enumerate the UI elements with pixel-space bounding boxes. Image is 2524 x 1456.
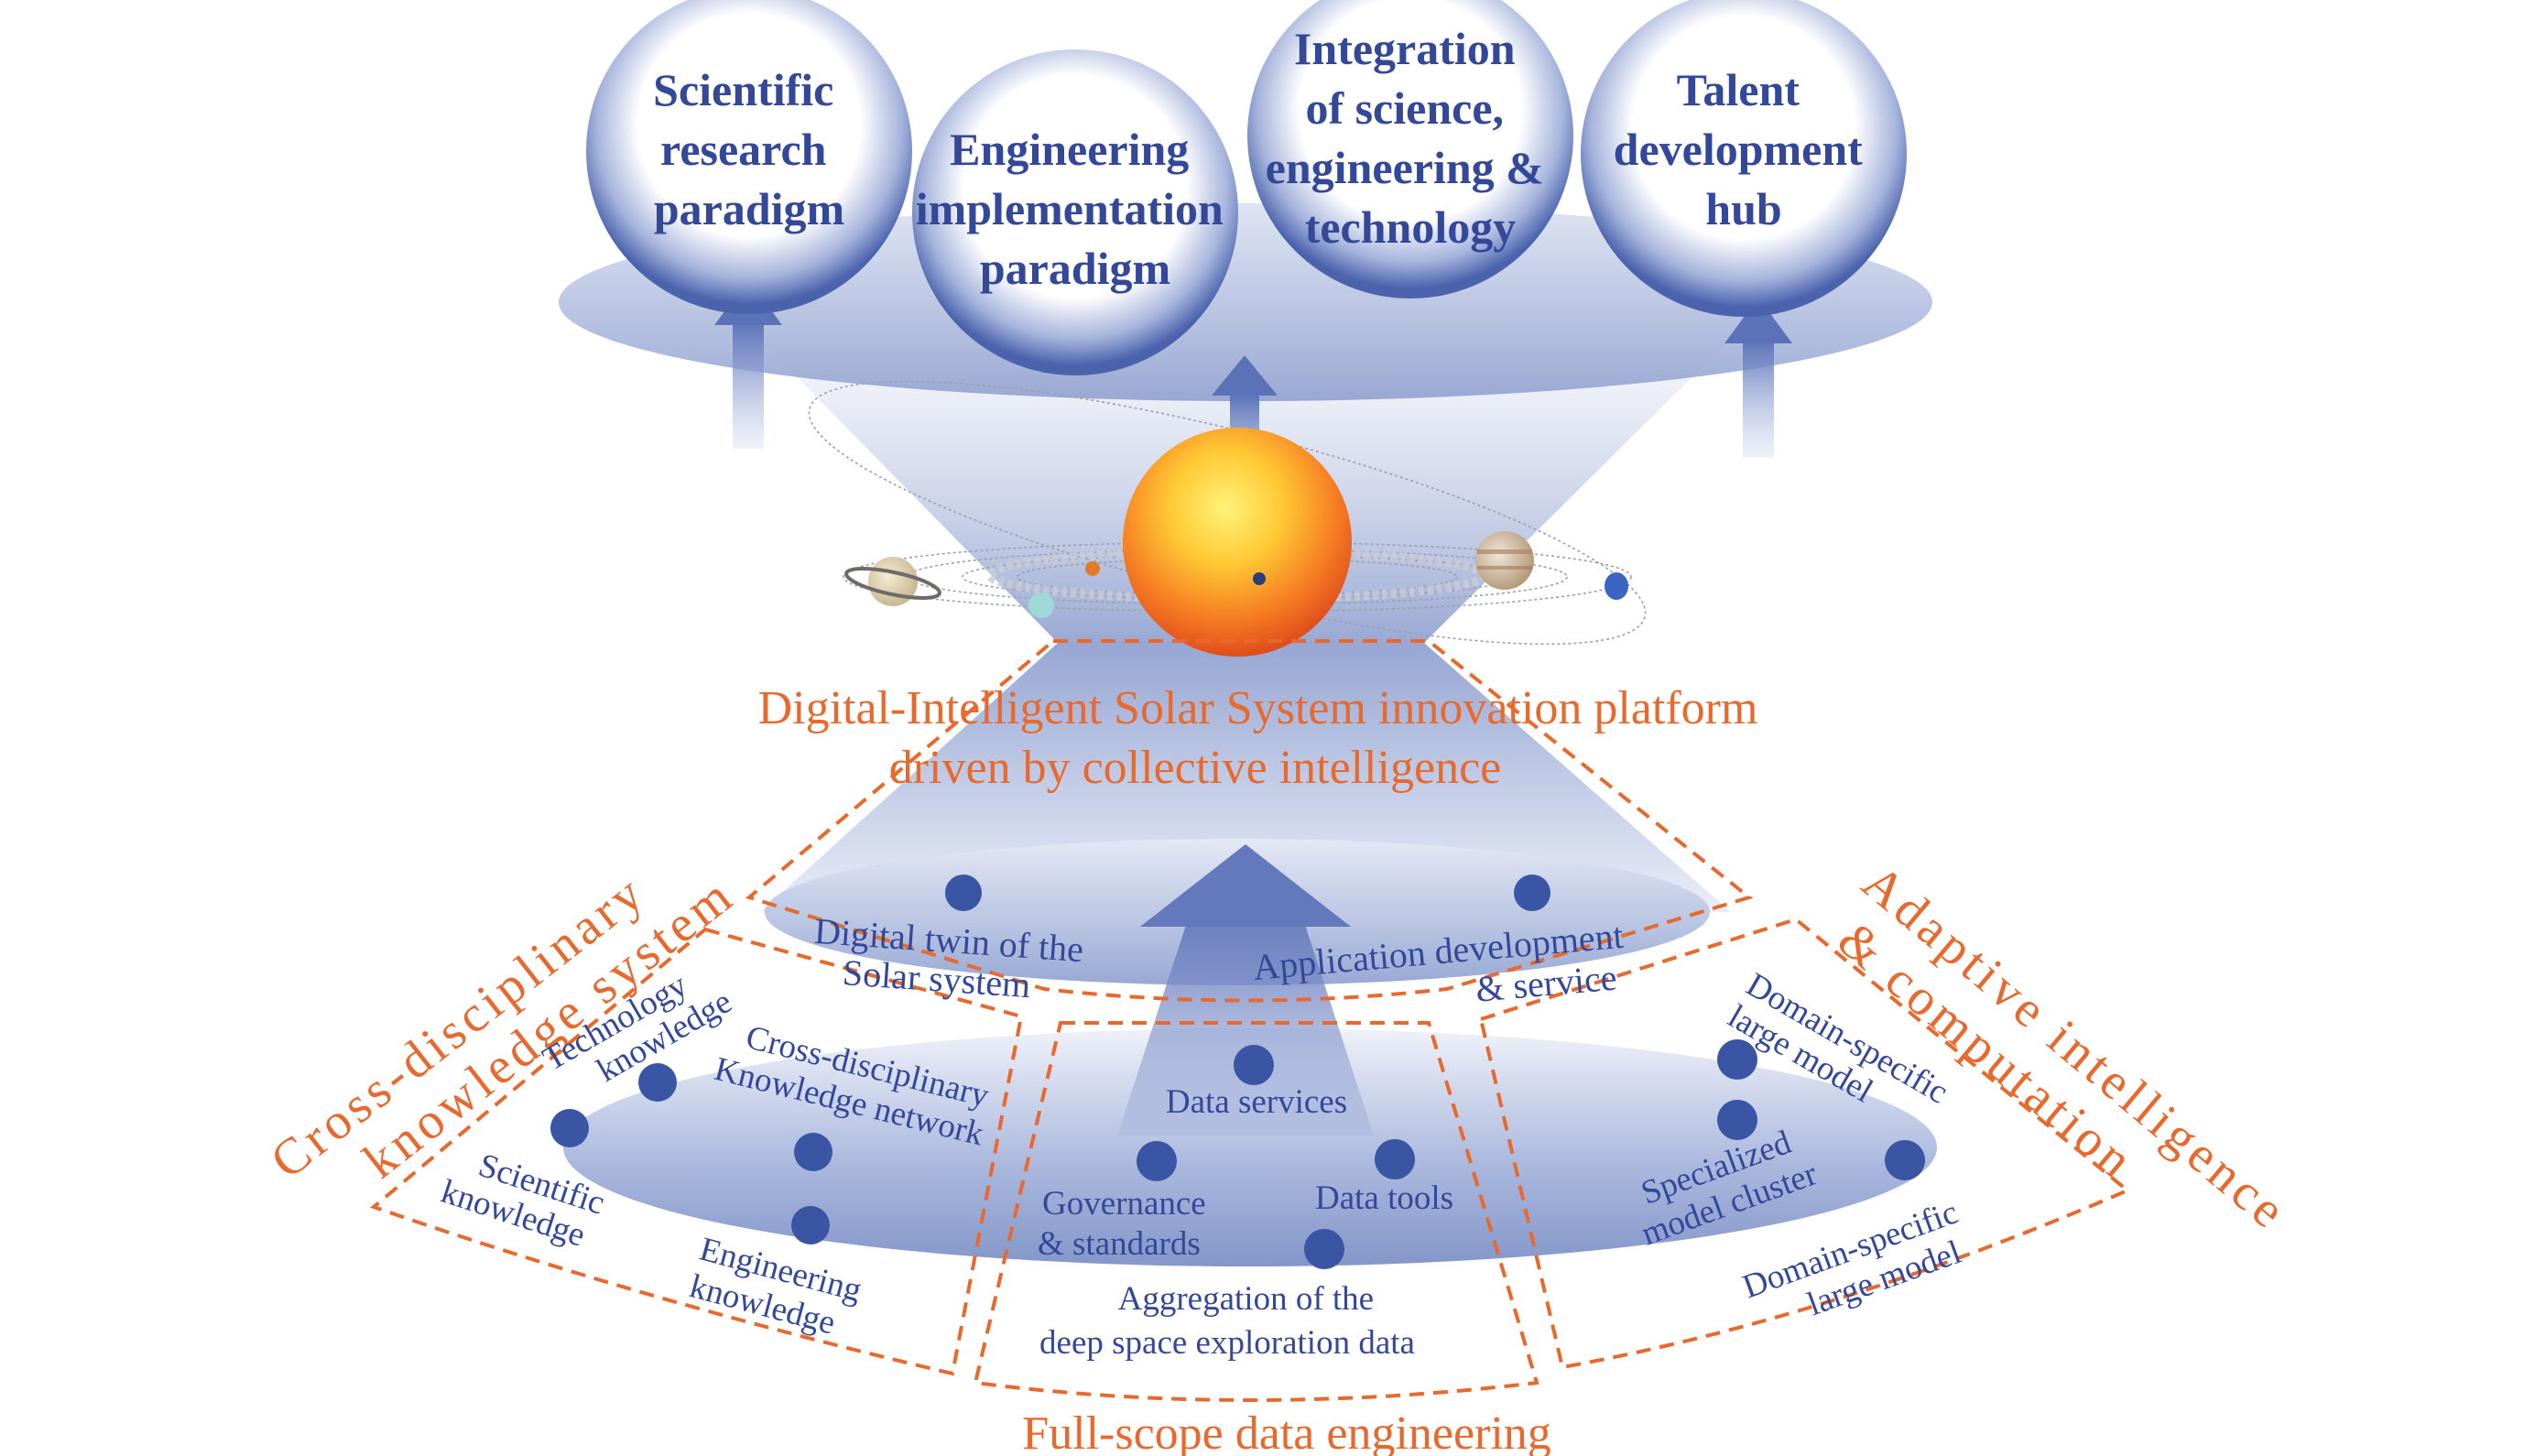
bubble-line: of science,	[1305, 82, 1504, 134]
platform-region-outline	[745, 639, 1754, 1003]
bubble-line: paradigm	[654, 183, 844, 234]
svg-text:Scientific research: Scientific research paradigm	[653, 64, 845, 234]
node-dot-data-services	[1234, 1045, 1274, 1085]
platform-title: Digital-Intelligent Solar System innovat…	[758, 682, 1770, 794]
node-dot-domain-model-bottom	[1885, 1140, 1925, 1180]
data-pillar-title: Full-scope data engineering	[1022, 1407, 1551, 1456]
bubble-line: hub	[1705, 183, 1781, 234]
ai-region-outline	[1478, 917, 2131, 1370]
bubble-line: Engineering	[950, 124, 1189, 175]
node-dot-knowledge-network	[794, 1133, 832, 1171]
outcome-bubble-engineering-implementation: Engineering implementation paradigm	[912, 49, 1238, 375]
platform-title-line1: Digital-Intelligent Solar System innovat…	[758, 682, 1758, 734]
solar-system	[808, 380, 1647, 657]
bubble-line: engineering &	[1266, 142, 1544, 193]
earth-icon	[1253, 572, 1266, 585]
foundation-platform	[563, 1028, 1937, 1266]
node-dot-app-dev	[1514, 875, 1550, 911]
outcome-bubble-scientific-research: Scientific research paradigm	[586, 0, 912, 314]
label-line: & standards	[1038, 1225, 1201, 1263]
saturn-icon	[844, 557, 941, 606]
node-dot-data-tools	[1375, 1139, 1415, 1179]
mars-icon	[1085, 561, 1100, 576]
arrow-to-talent	[1724, 298, 1792, 458]
platform-title-line2: driven by collective intelligence	[889, 742, 1502, 794]
node-dot-scientific-knowledge	[550, 1109, 589, 1147]
knowledge-region-outline	[370, 927, 1024, 1376]
uranus-icon	[1028, 592, 1054, 618]
sun-icon	[1123, 428, 1352, 657]
ai-title-line1: Adaptive intelligence	[1852, 853, 2299, 1242]
outcomes-platform	[559, 203, 1932, 401]
svg-text:Talent development: Talent development hub	[1614, 64, 1875, 234]
node-dot-engineering-knowledge	[791, 1206, 830, 1244]
bubble-line: Talent	[1677, 64, 1801, 115]
svg-text:Engineering implementati: Engineering implementation paradigm	[916, 124, 1235, 294]
data-tools-label: Data tools	[1315, 1179, 1453, 1217]
bubble-line: Integration	[1294, 23, 1516, 74]
governance-label: Governance & standards	[1038, 1185, 1214, 1263]
node-dot-digital-twin	[945, 875, 982, 911]
node-dot-domain-model-top	[1717, 1039, 1757, 1080]
node-dot-model-cluster	[1717, 1100, 1757, 1140]
aggregation-label: Aggregation of the deep space exploratio…	[1039, 1280, 1415, 1362]
data-services-label: Data services	[1166, 1083, 1347, 1121]
label-line: deep space exploration data	[1039, 1324, 1415, 1362]
neptune-icon	[1605, 572, 1628, 600]
node-dot-technology-knowledge	[638, 1063, 677, 1102]
bubble-line: development	[1614, 124, 1864, 175]
central-up-arrow	[1117, 844, 1374, 1135]
lower-cone	[760, 643, 1731, 912]
outcome-bubble-integration: Integration of science, engineering & te…	[1247, 0, 1573, 299]
svg-text:Integration of science,: Integration of science, engineering & te…	[1266, 23, 1556, 253]
label-line: Governance	[1042, 1185, 1206, 1222]
bubble-line: Scientific	[653, 64, 833, 115]
data-region-outline	[973, 1021, 1539, 1402]
bubble-line: implementation	[916, 183, 1224, 234]
outcome-bubble-talent-development: Talent development hub	[1581, 0, 1907, 317]
node-dot-aggregation	[1304, 1229, 1344, 1269]
bubble-line: technology	[1305, 201, 1517, 253]
node-dot-governance	[1137, 1141, 1177, 1181]
jupiter-icon	[1475, 531, 1534, 590]
bubble-line: research	[660, 124, 827, 175]
bubble-line: paradigm	[980, 243, 1170, 294]
label-line: Aggregation of the	[1118, 1280, 1374, 1318]
